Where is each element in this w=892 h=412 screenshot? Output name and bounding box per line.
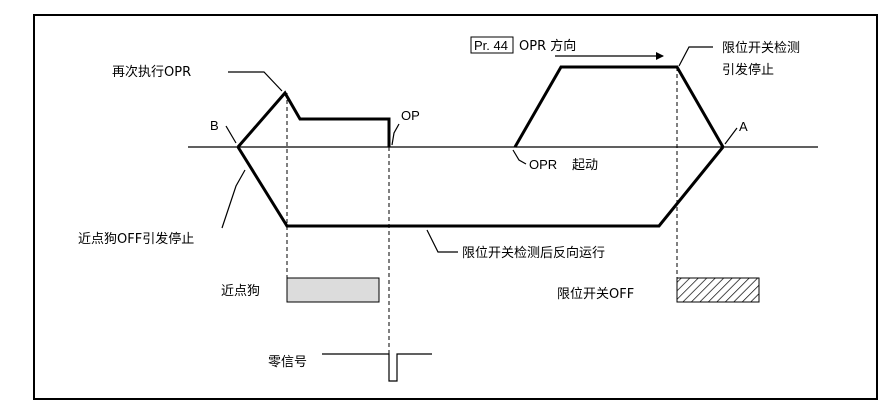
- pr-param-box: [470, 36, 514, 54]
- pr-direction-label: OPR 方向: [519, 38, 576, 54]
- pr-param-label: Pr. 44: [474, 38, 508, 53]
- opr-start-leader: [512, 149, 527, 165]
- reverse-run-label: 限位开关检测后反向运行: [462, 245, 605, 261]
- limit-stop-label-1: 限位开关检测: [722, 41, 800, 56]
- near-dog-off-stop-label: 近点狗OFF引发停止: [78, 231, 194, 247]
- retry-trajectory: [236, 90, 391, 148]
- near-dog-bar: [286, 277, 380, 303]
- reverse-run-leader: [426, 229, 458, 253]
- zero-signal-pulse: [322, 353, 432, 382]
- op-label: OP: [401, 108, 420, 123]
- opr-start-suffix: 起动: [572, 158, 598, 173]
- limit-stop-leader: [678, 46, 713, 67]
- point-b-leader: [225, 125, 237, 144]
- op-leader: [391, 123, 400, 146]
- near-dog-label: 近点狗: [221, 284, 260, 299]
- point-a-leader: [724, 127, 738, 145]
- near-dog-off-stop-leader: [221, 169, 246, 229]
- limit-off-label: 限位开关OFF: [557, 287, 634, 302]
- reverse-trajectory: [236, 146, 725, 228]
- outer-border: [33, 14, 878, 400]
- point-b-label: B: [210, 118, 219, 133]
- zero-signal-label: 零信号: [268, 355, 307, 370]
- retry-opr-label: 再次执行OPR: [112, 64, 191, 80]
- opr-start-label: OPR: [529, 157, 557, 172]
- point-a-label: A: [739, 119, 748, 134]
- limit-stop-label-2: 引发停止: [722, 62, 774, 78]
- opr-trajectory: [513, 65, 725, 148]
- retry-opr-leader: [228, 71, 283, 92]
- limit-off-bar: [676, 277, 760, 303]
